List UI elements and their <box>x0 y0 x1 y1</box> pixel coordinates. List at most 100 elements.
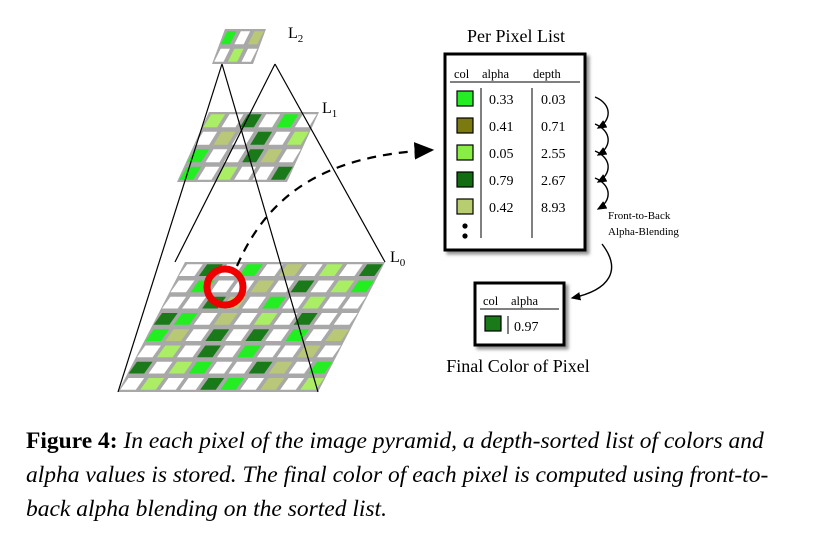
pyramid-cell <box>238 264 263 277</box>
pyramid-cell <box>268 131 291 145</box>
pyramid-cell <box>358 264 383 277</box>
list-more-dot <box>462 223 468 229</box>
pyramid-cell <box>210 280 235 293</box>
list-color-swatch <box>456 90 474 107</box>
pyramid-cell <box>231 131 254 145</box>
pyramid-cell <box>168 361 193 374</box>
pyramid-cell <box>276 345 301 358</box>
blending-step-arrows <box>594 96 609 210</box>
pyramid-cell <box>276 114 299 128</box>
pyramid-cell <box>162 296 187 309</box>
pyramid-cell <box>213 312 238 325</box>
pyramid-cell <box>120 377 145 390</box>
pyramid-cell <box>140 377 165 390</box>
pyramid-cell <box>262 296 287 309</box>
final-color-box: col alpha 0.97 <box>473 281 566 347</box>
list-alpha-value: 0.41 <box>489 120 514 135</box>
pyramid-cell <box>300 377 325 390</box>
pyramid-cell <box>245 329 270 342</box>
pyramid-cell <box>216 345 241 358</box>
pyramid-cell <box>298 264 323 277</box>
final-header-col: col <box>483 294 499 308</box>
pixel-to-list-arrow <box>235 142 435 267</box>
pyramid-cell <box>160 377 185 390</box>
caption-text: In each pixel of the image pyramid, a de… <box>26 428 769 522</box>
level-0-label: L0 <box>390 249 406 269</box>
pyramid-cell <box>234 166 257 180</box>
pyramid-cell <box>225 329 250 342</box>
blending-label-line1: Front-to-Back <box>608 210 671 222</box>
pyramid-cell <box>173 312 198 325</box>
pyramid-cell <box>252 166 275 180</box>
list-depth-value: 2.67 <box>541 174 566 189</box>
pyramid-cell <box>260 377 285 390</box>
pyramid-cell <box>195 131 218 145</box>
list-header-alpha: alpha <box>482 67 510 81</box>
pyramid-cell <box>338 264 363 277</box>
pyramid-cell <box>215 166 238 180</box>
pyramid-cell <box>248 31 264 45</box>
pyramid-cell <box>293 312 318 325</box>
pyramid-cell <box>197 166 220 180</box>
pyramid-level-2-grid <box>212 29 266 64</box>
pyramid-cell <box>330 280 355 293</box>
per-pixel-list-title: Per Pixel List <box>467 26 565 46</box>
level-1-label: L1 <box>322 100 337 120</box>
pyramid-cell <box>278 149 301 163</box>
pyramid-cell <box>170 280 195 293</box>
pyramid-cell <box>227 48 244 62</box>
pyramid-cell <box>178 264 203 277</box>
final-alpha-value: 0.97 <box>514 320 539 335</box>
list-alpha-value: 0.42 <box>489 201 514 216</box>
list-depth-value: 0.03 <box>541 93 566 108</box>
list-color-swatch <box>456 144 474 161</box>
pyramid-cell <box>253 312 278 325</box>
caption-label: Figure 4: <box>26 428 118 454</box>
pyramid-cell <box>200 377 225 390</box>
pyramid-cell <box>240 377 265 390</box>
pyramid-outline <box>117 63 386 393</box>
pyramid-cell <box>233 312 258 325</box>
pyramid-cell <box>220 31 237 45</box>
pyramid-cell <box>350 280 375 293</box>
pyramid-cell <box>250 280 275 293</box>
pyramid-cell <box>248 361 273 374</box>
pyramid-cell <box>182 296 207 309</box>
pyramid-cell <box>179 166 202 180</box>
figure-caption: Figure 4: In each pixel of the image pyr… <box>26 424 806 526</box>
pyramid-cell <box>136 345 161 358</box>
pyramid-cell <box>128 361 153 374</box>
pyramid-cell <box>278 264 303 277</box>
pyramid-cell <box>187 149 210 163</box>
pyramid-level-1-grid <box>177 112 319 182</box>
pyramid-cell <box>176 345 201 358</box>
pyramid-cell <box>310 280 335 293</box>
list-more-dot <box>462 233 468 239</box>
list-depth-value: 8.93 <box>541 201 566 216</box>
level-2-label: L2 <box>288 25 303 45</box>
pyramid-cell <box>153 312 178 325</box>
pyramid-cell <box>288 361 313 374</box>
pyramid-cell <box>296 345 321 358</box>
pyramid-cell <box>273 312 298 325</box>
pyramid-cell <box>220 377 245 390</box>
list-depth-value: 2.55 <box>541 147 566 162</box>
pyramid-cell <box>342 296 367 309</box>
list-alpha-value: 0.05 <box>489 147 514 162</box>
pyramid-cell <box>294 114 317 128</box>
pyramid-cell <box>223 149 246 163</box>
pyramid-cell <box>282 296 307 309</box>
pyramid-cell <box>241 48 258 62</box>
pyramid-cell <box>185 329 210 342</box>
list-alpha-value: 0.33 <box>489 93 514 108</box>
final-color-swatch <box>484 315 502 332</box>
list-header-col: col <box>454 67 470 81</box>
pyramid-cell <box>313 312 338 325</box>
pyramid-cell <box>290 280 315 293</box>
final-color-title: Final Color of Pixel <box>446 356 590 376</box>
list-alpha-value: 0.79 <box>489 174 514 189</box>
pyramid-cell <box>268 361 293 374</box>
list-to-final-arrow <box>570 243 613 301</box>
pyramid-cell <box>270 166 293 180</box>
pyramid-cell <box>205 329 230 342</box>
